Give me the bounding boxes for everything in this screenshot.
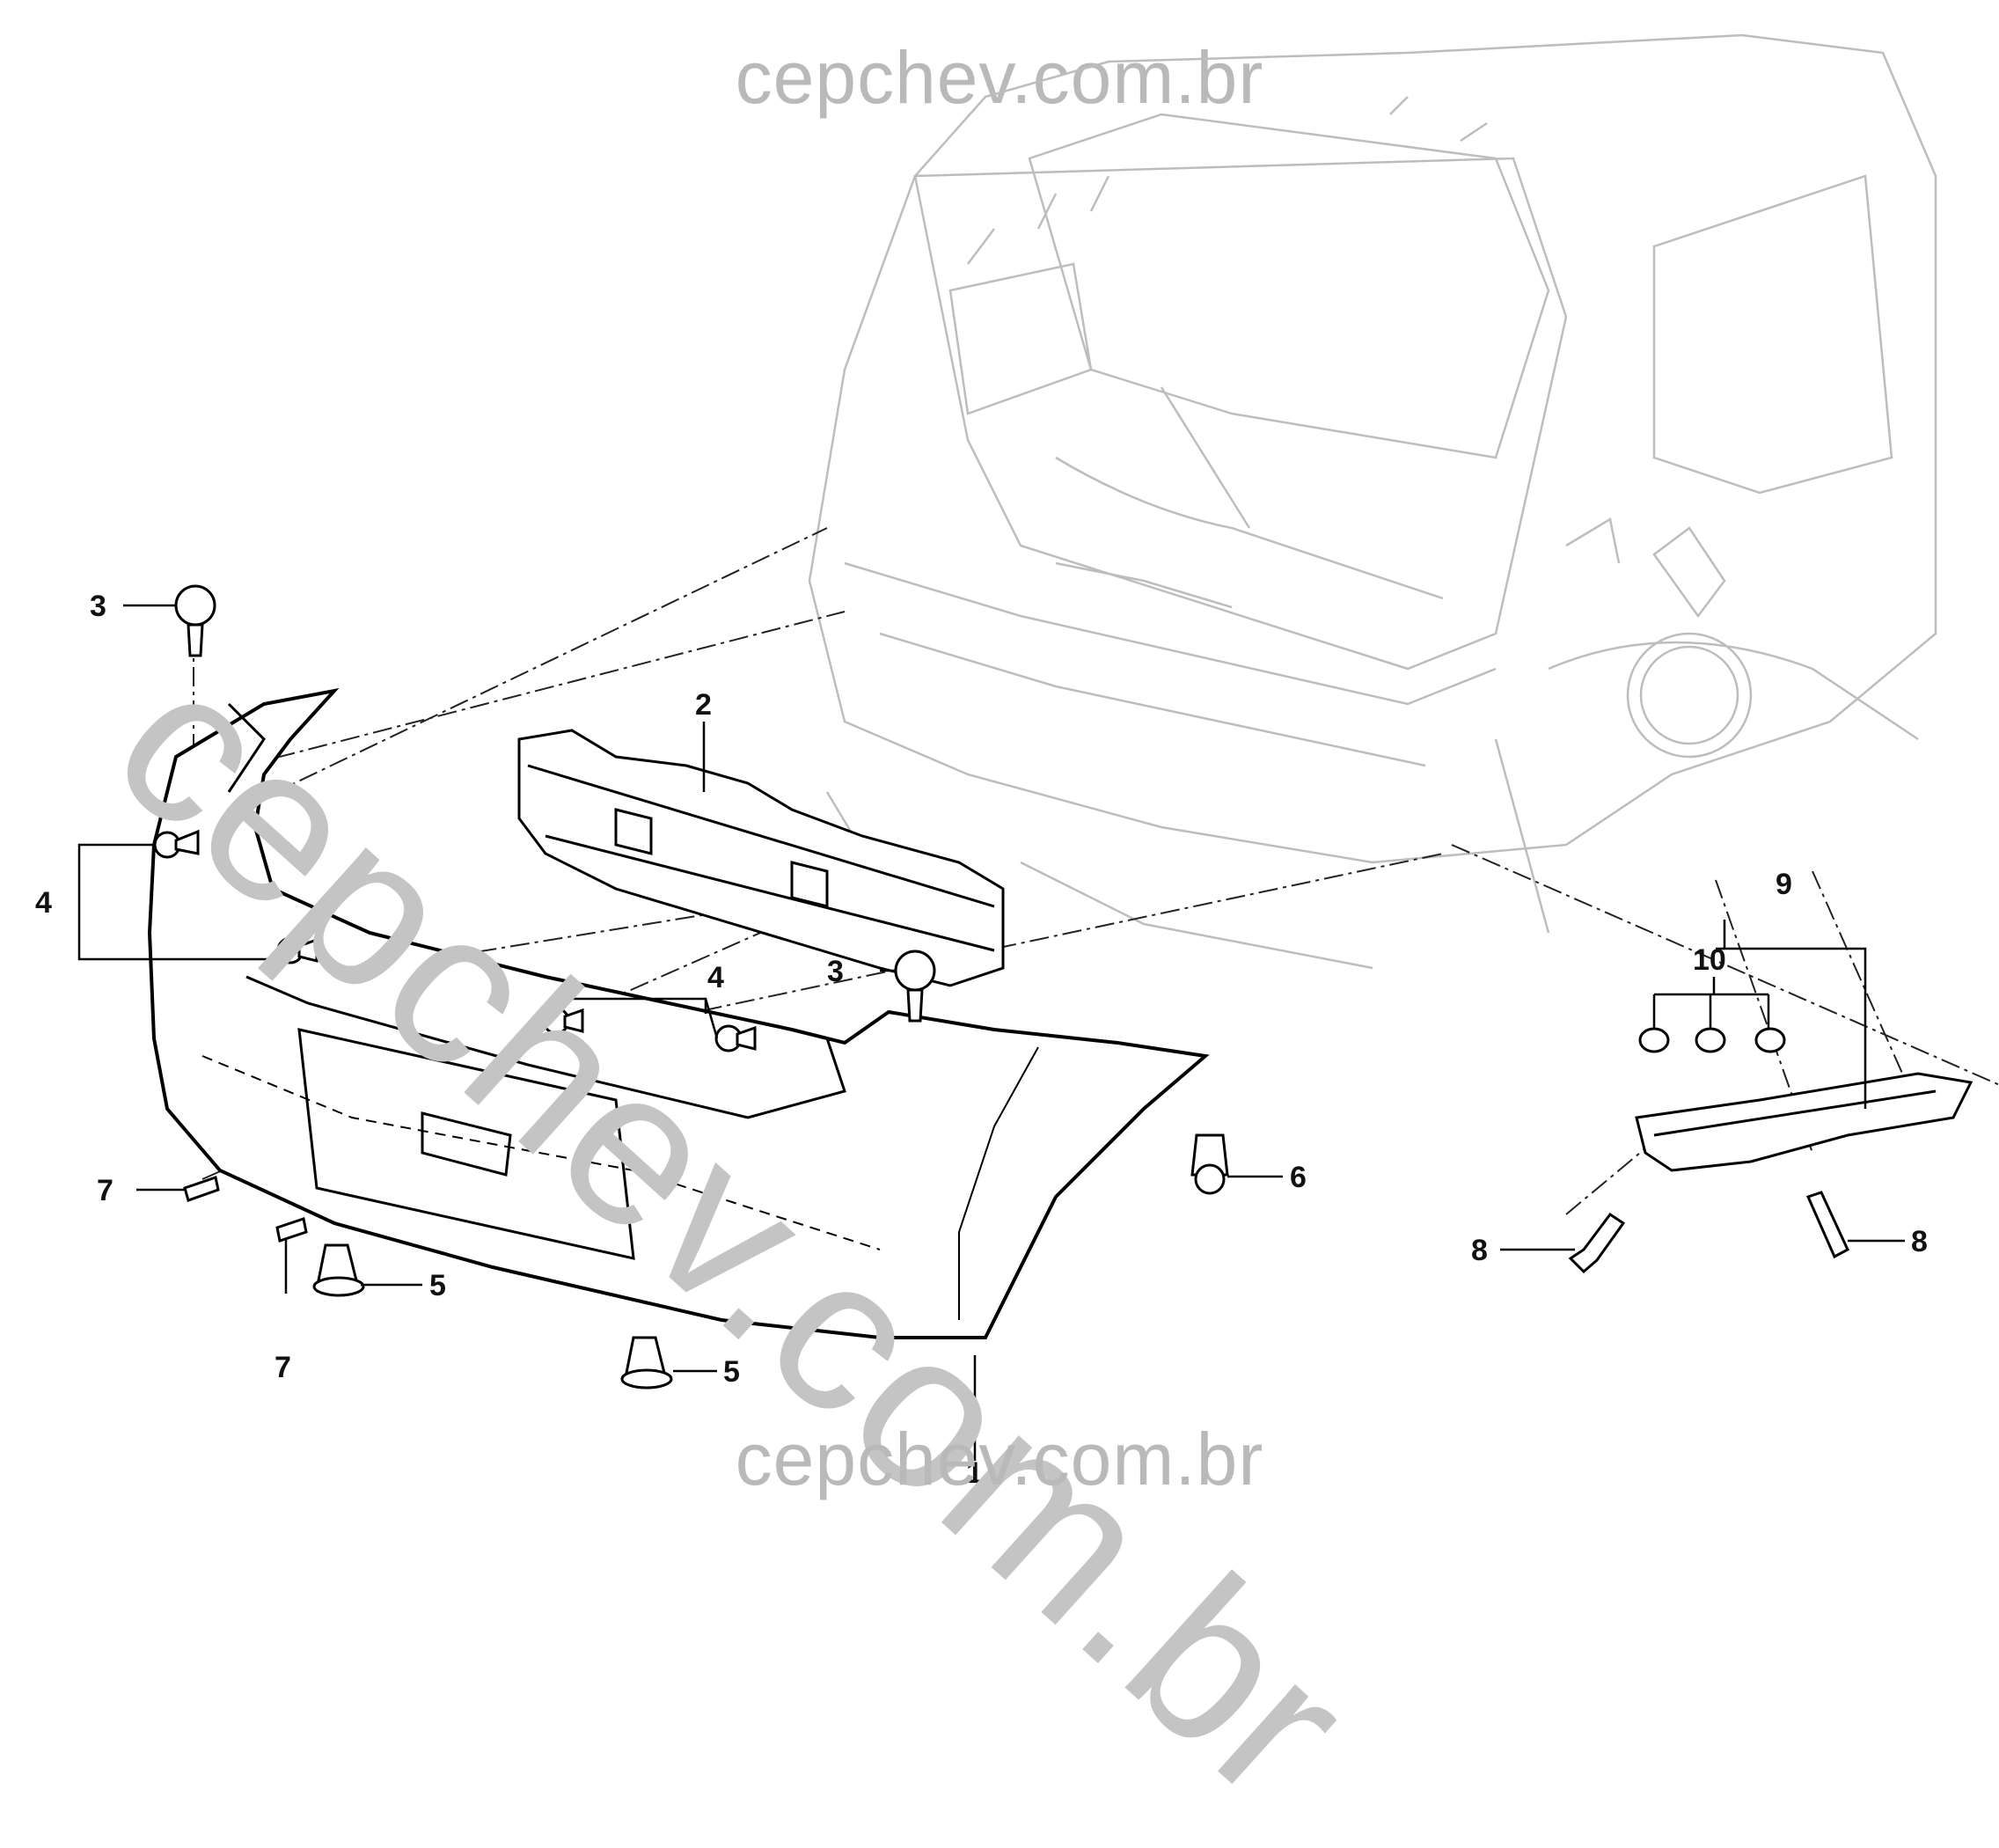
callout-3b: 3 <box>827 955 844 988</box>
screw-7a <box>183 1176 220 1202</box>
exploded-parts-diagram: 1 2 3 3 4 4 5 5 6 7 7 8 8 9 10 <box>35 33 1999 1490</box>
screw-3a-head <box>174 584 216 627</box>
callout-7b: 7 <box>275 1351 291 1384</box>
callout-5b: 5 <box>723 1355 740 1389</box>
callout-4b: 4 <box>707 961 724 994</box>
callout-7a: 7 <box>97 1174 113 1207</box>
rivet-8a <box>1568 1212 1626 1274</box>
callout-4a: 4 <box>35 886 52 920</box>
callout-8a: 8 <box>1471 1234 1488 1267</box>
callout-3a: 3 <box>90 590 106 623</box>
callout-10: 10 <box>1693 943 1726 977</box>
bolt-6 <box>1190 1133 1229 1177</box>
rivet-8b <box>1805 1191 1849 1259</box>
callout-1: 1 <box>966 1456 983 1490</box>
screw-3b-shank <box>906 988 924 1023</box>
screw-3a-shank <box>187 623 204 657</box>
nut-10b <box>1695 1027 1726 1053</box>
watermark-top: cepchev.com.br <box>735 36 1264 119</box>
callout-9: 9 <box>1776 868 1792 901</box>
nut-10a <box>1638 1027 1670 1053</box>
callout-leaders <box>77 604 1905 1461</box>
nut-10c <box>1754 1027 1786 1053</box>
callout-2: 2 <box>695 688 712 722</box>
energy-absorber <box>517 729 1005 987</box>
screw-3b-head <box>894 950 936 992</box>
callout-5a: 5 <box>429 1269 446 1302</box>
side-bracket <box>1635 1072 1973 1172</box>
vehicle-body-outline <box>808 33 1937 970</box>
watermark-bottom: cepchev.com.br <box>735 1418 1264 1500</box>
fasteners <box>153 584 1849 1390</box>
callout-numbers: 1 2 3 3 4 4 5 5 6 7 7 8 8 9 10 <box>35 590 1928 1490</box>
screw-7b <box>275 1217 308 1243</box>
bumper-fascia <box>147 687 1210 1339</box>
callout-6: 6 <box>1290 1161 1307 1194</box>
callout-8b: 8 <box>1911 1225 1928 1258</box>
